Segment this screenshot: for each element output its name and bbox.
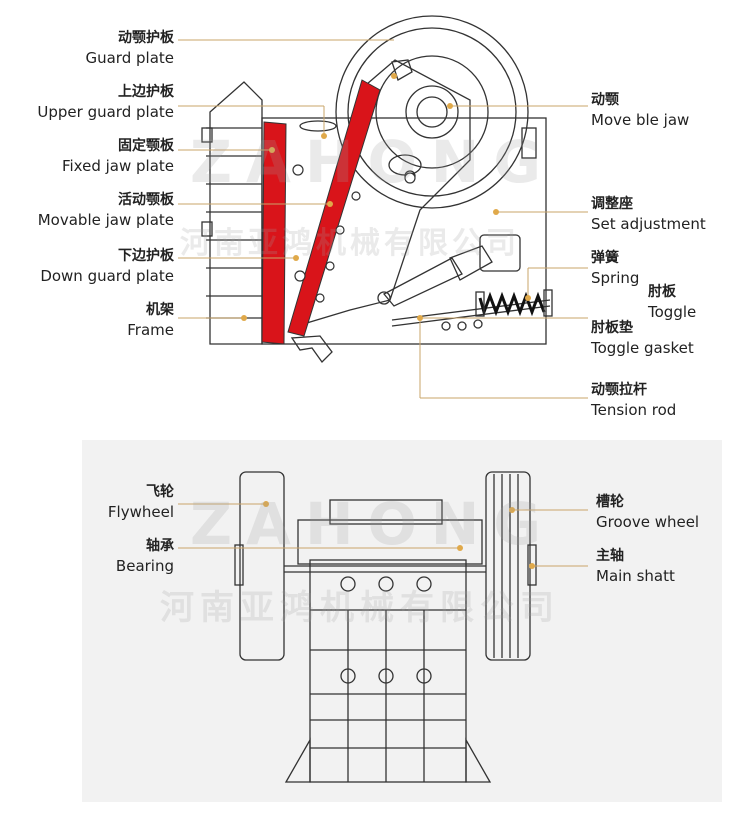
label-toggle-zh: 肘板: [648, 284, 676, 300]
label-frame-zh: 机架: [146, 302, 174, 318]
label-fixed-jaw-plate-en: Fixed jaw plate: [61, 157, 174, 175]
label-flywheel-zh: 飞轮: [146, 484, 174, 500]
label-bearing-en: Bearing: [115, 557, 174, 575]
bearing-ring: [405, 85, 459, 139]
label-toggle-gasket-zh: 肘板垫: [591, 320, 633, 336]
label-set-adjustment-zh: 调整座: [591, 196, 633, 212]
label-fixed-jaw-plate: 固定颚板 Fixed jaw plate: [10, 136, 174, 176]
label-fixed-jaw-plate-zh: 固定颚板: [118, 138, 174, 154]
label-set-adjustment-en: Set adjustment: [591, 215, 706, 233]
label-frame: 机架 Frame: [10, 300, 174, 340]
label-move-jaw-en: Move ble jaw: [591, 111, 690, 129]
label-flywheel-en: Flywheel: [107, 503, 174, 521]
toggle-plate: [382, 257, 463, 307]
label-down-guard-plate-en: Down guard plate: [40, 267, 174, 285]
label-move-jaw-zh: 动颚: [591, 92, 619, 108]
label-flywheel: 飞轮 Flywheel: [10, 482, 174, 522]
label-move-jaw: 动颚 Move ble jaw: [591, 90, 689, 130]
label-main-shaft: 主轴 Main shatt: [596, 546, 675, 586]
label-movable-jaw-plate-en: Movable jaw plate: [37, 211, 174, 229]
label-spring: 弹簧 Spring: [591, 248, 639, 288]
label-spring-zh: 弹簧: [591, 250, 619, 266]
watermark-bottom-chinese: 河南亚鸿机械有限公司: [160, 588, 560, 628]
label-down-guard-plate: 下边护板 Down guard plate: [10, 246, 174, 286]
label-upper-guard-plate-zh: 上边护板: [118, 84, 174, 100]
label-groove-wheel-en: Groove wheel: [596, 513, 700, 531]
label-toggle-gasket-en: Toggle gasket: [591, 339, 694, 357]
flywheel-outer: [335, 15, 529, 209]
shaft-hole: [416, 96, 448, 128]
label-upper-guard-plate-en: Upper guard plate: [37, 103, 174, 121]
label-groove-wheel-zh: 槽轮: [596, 494, 624, 510]
watermark-bottom-latin: ZAHONG: [190, 490, 555, 558]
flywheel-inner: [347, 27, 517, 197]
watermark-top: ZAHONG: [190, 128, 555, 196]
label-main-shaft-en: Main shatt: [596, 567, 675, 585]
label-main-shaft-zh: 主轴: [596, 548, 624, 564]
adjustment-seat: [479, 234, 521, 272]
label-tension-rod-en: Tension rod: [591, 401, 677, 419]
label-guard-plate-en: Guard plate: [85, 49, 174, 67]
movable-jaw-plate-red: [287, 79, 381, 337]
label-groove-wheel: 槽轮 Groove wheel: [596, 492, 699, 532]
label-tension-rod: 动颚拉杆 Tension rod: [591, 380, 676, 420]
watermark-chinese-top: 河南亚鸿机械有限公司: [180, 226, 520, 261]
label-down-guard-plate-zh: 下边护板: [118, 248, 174, 264]
front-frame: [309, 559, 467, 783]
label-set-adjustment: 调整座 Set adjustment: [591, 194, 706, 234]
label-guard-plate-zh: 动颚护板: [118, 30, 174, 46]
tension-rod: [391, 299, 551, 321]
label-movable-jaw-plate: 活动颚板 Movable jaw plate: [10, 190, 174, 230]
label-guard-plate: 动颚护板 Guard plate: [10, 28, 174, 68]
label-bearing-zh: 轴承: [146, 538, 174, 554]
label-toggle-gasket: 肘板垫 Toggle gasket: [591, 318, 694, 358]
spring-coil: [478, 291, 546, 317]
label-spring-en: Spring: [591, 269, 640, 287]
label-tension-rod-zh: 动颚拉杆: [591, 382, 647, 398]
label-toggle-en: Toggle: [648, 303, 697, 321]
label-frame-en: Frame: [127, 321, 174, 339]
label-toggle: 肘板 Toggle: [648, 282, 696, 322]
moving-jaw-body: [299, 59, 471, 326]
label-movable-jaw-plate-zh: 活动颚板: [118, 192, 174, 208]
label-bearing: 轴承 Bearing: [10, 536, 174, 576]
fixed-jaw-plate-red: [261, 121, 287, 345]
eccentric-housing: [375, 55, 489, 169]
label-upper-guard-plate: 上边护板 Upper guard plate: [10, 82, 174, 122]
fixed-side-frame: [209, 81, 263, 345]
